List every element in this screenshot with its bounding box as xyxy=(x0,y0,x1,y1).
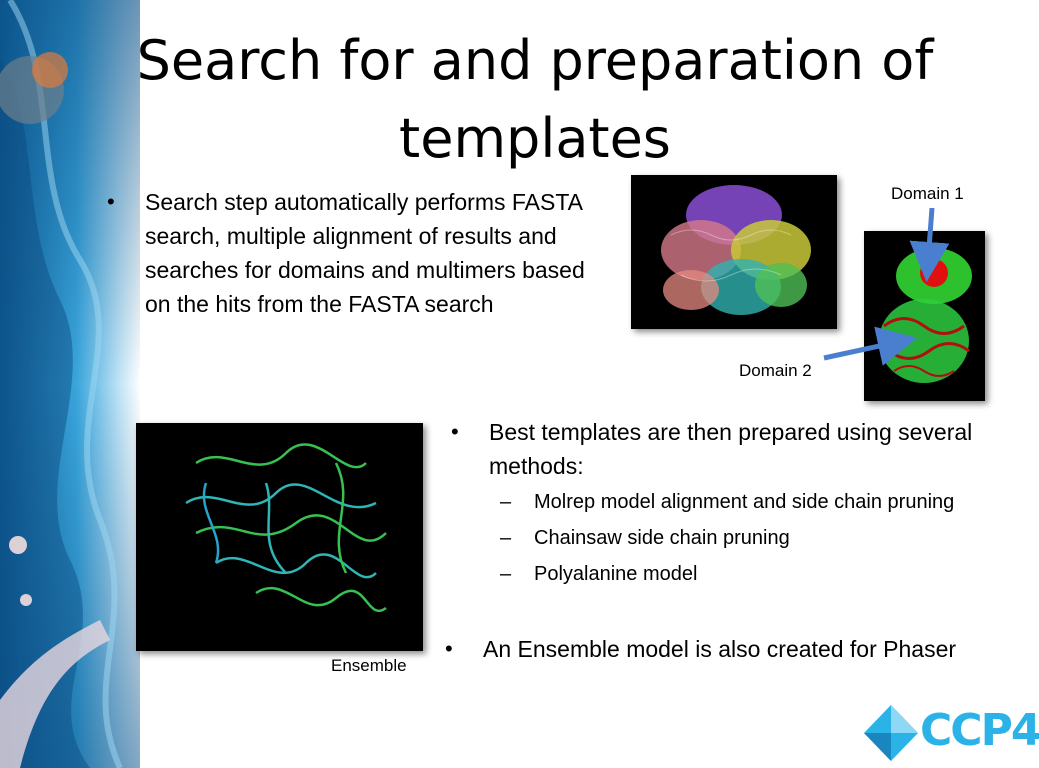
caption-domain-2: Domain 2 xyxy=(739,361,812,380)
domains-drawing xyxy=(864,231,985,401)
bullet-text-templates: Best templates are then prepared using s… xyxy=(489,419,973,479)
sub-bullet-list: – Molrep model alignment and side chain … xyxy=(489,487,979,589)
bullet-text-search: Search step automatically performs FASTA… xyxy=(145,189,585,317)
left-decorative-strip xyxy=(0,0,140,768)
bullet-item-templates: • Best templates are then prepared using… xyxy=(451,415,979,589)
ccp4-logo: CCP4 xyxy=(862,703,1039,763)
sub-bullet-item: – Polyalanine model xyxy=(500,559,979,589)
bullet-symbol: • xyxy=(451,419,459,444)
tetramer-structure-image xyxy=(631,175,837,329)
dash-symbol: – xyxy=(500,563,512,585)
caption-ensemble: Ensemble xyxy=(331,656,407,675)
bullet-item-search: • Search step automatically performs FAS… xyxy=(107,185,595,321)
domains-structure-image xyxy=(864,231,985,401)
slide-title: Search for and preparation of templates xyxy=(136,29,934,170)
ensemble-drawing xyxy=(136,423,423,651)
dash-symbol: – xyxy=(500,491,512,513)
sub-bullet-item: – Chainsaw side chain pruning xyxy=(500,523,979,553)
bullet-item-ensemble: • An Ensemble model is also created for … xyxy=(445,632,963,666)
bullet-symbol: • xyxy=(445,636,453,661)
bullet-list-search: • Search step automatically performs FAS… xyxy=(107,185,595,321)
ensemble-structure-image xyxy=(136,423,423,651)
tetramer-drawing xyxy=(631,175,837,329)
sub-bullet-text: Molrep model alignment and side chain pr… xyxy=(534,491,955,513)
logo-text: CCP4 xyxy=(920,705,1039,756)
bullet-symbol: • xyxy=(107,189,115,214)
sub-bullet-item: – Molrep model alignment and side chain … xyxy=(500,487,979,517)
diamond-icon xyxy=(864,705,918,761)
bullet-text-ensemble: An Ensemble model is also created for Ph… xyxy=(483,636,957,662)
bullet-list-templates: • Best templates are then prepared using… xyxy=(451,415,979,595)
bullet-list-ensemble: • An Ensemble model is also created for … xyxy=(445,632,963,666)
sub-bullet-text: Polyalanine model xyxy=(534,563,698,585)
sub-bullet-text: Chainsaw side chain pruning xyxy=(534,527,790,549)
dash-symbol: – xyxy=(500,527,512,549)
caption-domain-1: Domain 1 xyxy=(891,184,964,203)
